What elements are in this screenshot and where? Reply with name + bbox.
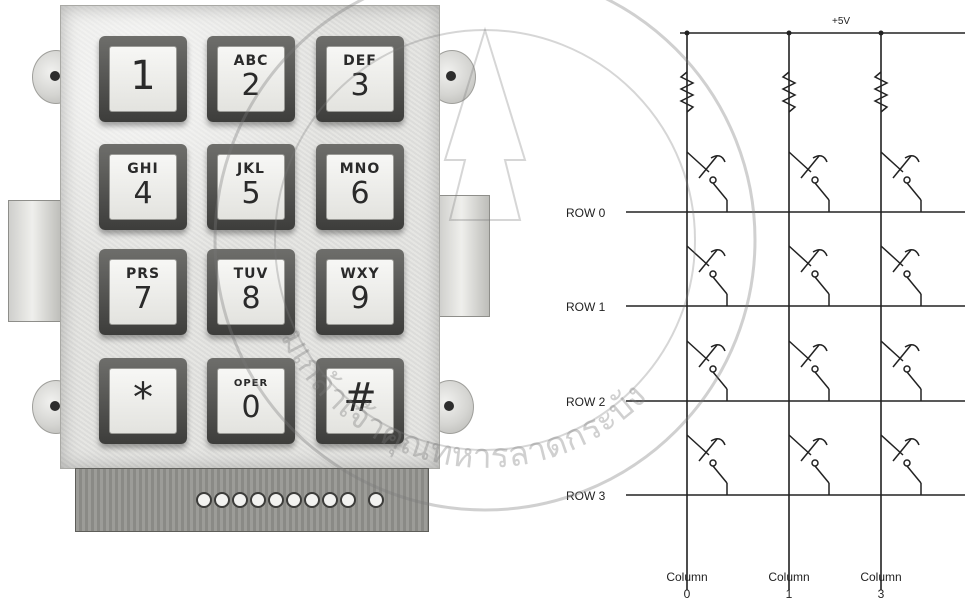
column-3-number: 3	[878, 587, 885, 601]
key-digit: 0	[241, 390, 261, 425]
column-0-label: Column	[666, 570, 707, 584]
keypad-switch	[880, 340, 922, 401]
keypad-switch	[686, 434, 728, 495]
solder-pad	[340, 492, 356, 508]
key-letters: JKL	[237, 161, 265, 177]
column-0-number: 0	[684, 587, 691, 601]
solder-pad	[232, 492, 248, 508]
key-letters: DEF	[343, 53, 377, 69]
keypad-switch	[788, 245, 830, 306]
pullup-resistor	[781, 71, 797, 113]
key-letters: ABC	[233, 53, 269, 69]
row-2-label: ROW 2	[566, 395, 606, 409]
row-3-label: ROW 3	[566, 489, 606, 503]
keypad-switch	[686, 340, 728, 401]
key-letters: TUV	[233, 266, 269, 282]
key-digit: 3	[350, 68, 370, 103]
pullup-resistor	[679, 71, 695, 113]
key-letters: WXY	[340, 266, 380, 282]
keypad-switch	[880, 151, 922, 212]
keypad-right-tab	[438, 195, 490, 317]
solder-pad	[322, 492, 338, 508]
key-digit: 7	[133, 281, 153, 316]
solder-pad	[196, 492, 212, 508]
key-letters: OPER	[233, 378, 269, 389]
circuit-board-connector	[75, 468, 429, 532]
key-digit: #	[343, 375, 377, 421]
keypad-switch	[686, 245, 728, 306]
key-digit: 4	[133, 176, 153, 211]
key-digit: 9	[350, 281, 370, 316]
keypad-switch	[880, 434, 922, 495]
key-star: *	[99, 358, 187, 444]
solder-pad	[368, 492, 384, 508]
column-1-number: 1	[786, 587, 793, 601]
keypad-matrix-schematic: +5V ROW 0 ROW 1 ROW 2 ROW 3 Column 0 Col…	[540, 0, 965, 606]
key-digit: 2	[241, 68, 261, 103]
key-digit: 5	[241, 176, 261, 211]
key-letters: MNO	[339, 161, 381, 177]
pullup-resistor	[873, 71, 889, 113]
keypad-switch	[686, 151, 728, 212]
row-0-label: ROW 0	[566, 206, 606, 220]
key-digit: 6	[350, 176, 370, 211]
keypad-switch	[788, 340, 830, 401]
keypad-left-tab	[8, 200, 62, 322]
solder-pad	[304, 492, 320, 508]
switch-matrix	[686, 151, 922, 495]
column-3-label: Column	[860, 570, 901, 584]
row-1-label: ROW 1	[566, 300, 606, 314]
key-digit: *	[133, 375, 153, 421]
key-1: 1	[99, 36, 187, 122]
solder-pad	[250, 492, 266, 508]
junction-dot	[684, 30, 690, 36]
junction-dot	[878, 30, 884, 36]
solder-pad	[268, 492, 284, 508]
supply-label: +5V	[832, 16, 850, 27]
key-letters: GHI	[127, 161, 159, 177]
keypad-switch	[788, 151, 830, 212]
keypad-switch	[880, 245, 922, 306]
column-1-label: Column	[768, 570, 809, 584]
junction-dot	[786, 30, 792, 36]
key-letters: PRS	[125, 266, 161, 282]
key-digit: 1	[130, 53, 156, 99]
key-digit: 8	[241, 281, 261, 316]
schematic-svg: +5V ROW 0 ROW 1 ROW 2 ROW 3 Column 0 Col…	[566, 16, 965, 601]
keypad-switch	[788, 434, 830, 495]
solder-pad	[286, 492, 302, 508]
solder-pad	[214, 492, 230, 508]
key-hash: #	[316, 358, 404, 444]
